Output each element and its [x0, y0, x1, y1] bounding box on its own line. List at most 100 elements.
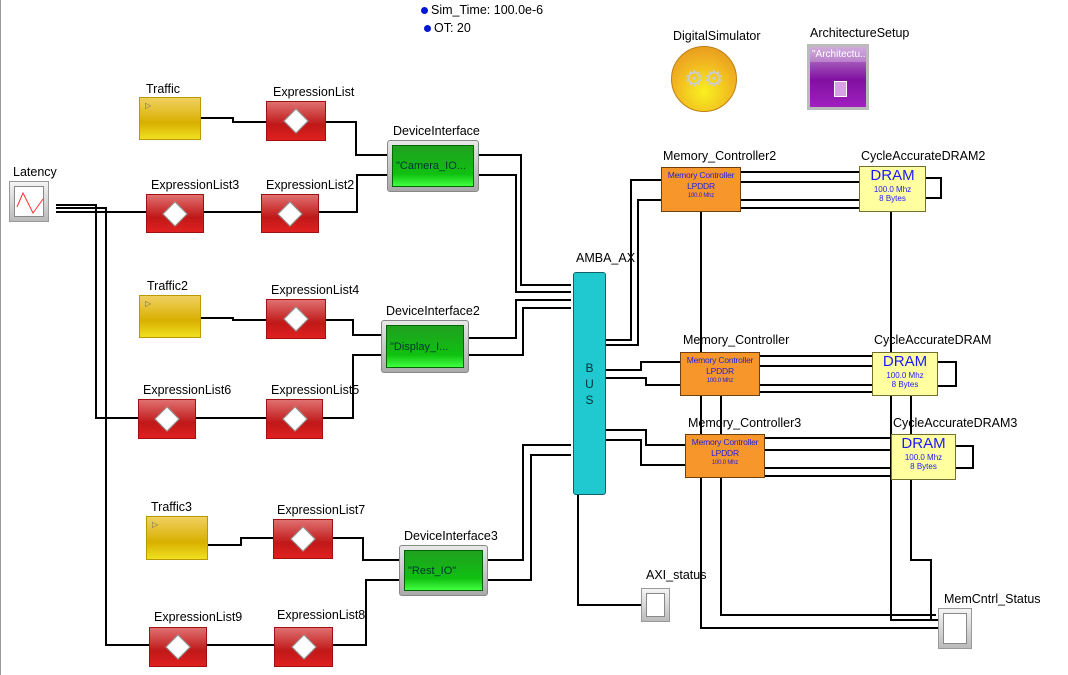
display-icon	[646, 593, 665, 617]
play-icon: ▷	[145, 299, 152, 308]
param-dot-icon	[424, 25, 431, 33]
sim-time-param[interactable]: Sim_Time: 100.0e-6	[421, 3, 543, 17]
diamond-icon	[283, 108, 309, 134]
wire	[938, 361, 957, 387]
expression-list2-label: ExpressionList2	[266, 178, 355, 192]
dram2-label: CycleAccurateDRAM2	[861, 149, 986, 163]
dram-width: 8 Bytes	[891, 380, 919, 389]
wire	[56, 204, 138, 419]
digital-simulator-label: DigitalSimulator	[673, 29, 761, 43]
traffic2-block[interactable]: ▷	[139, 295, 201, 338]
expression-list8-label: ExpressionList8	[277, 608, 366, 622]
gears-icon: ⚙⚙	[684, 66, 724, 91]
wire	[890, 212, 938, 621]
architecture-setup-value: "Architectu...	[810, 47, 866, 62]
wire	[606, 429, 685, 446]
param-dot-icon	[421, 7, 428, 15]
diamond-icon	[162, 200, 188, 227]
expression-list7-block[interactable]	[273, 519, 333, 559]
device-interface-block[interactable]: "Camera_IO...	[387, 140, 479, 192]
wire	[488, 444, 571, 561]
plot-icon	[14, 186, 44, 217]
wire	[323, 354, 381, 419]
traffic3-block[interactable]: ▷	[146, 516, 208, 560]
expression-list6-block[interactable]	[138, 399, 196, 439]
expression-list2-block[interactable]	[261, 194, 319, 233]
wire	[577, 495, 641, 606]
mc-mem: LPDDR	[687, 181, 715, 191]
wire	[606, 199, 661, 346]
mc-type: Memory Controller	[667, 170, 735, 180]
expression-list-label: ExpressionList	[273, 85, 355, 99]
expression-list9-block[interactable]	[149, 627, 207, 667]
expression-list5-label: ExpressionList5	[271, 383, 360, 397]
wire	[333, 537, 399, 561]
wire	[488, 454, 571, 581]
wire	[606, 361, 680, 371]
mc-type: Memory Controller	[691, 437, 759, 447]
play-icon: ▷	[145, 101, 152, 110]
traffic-block[interactable]: ▷	[139, 97, 201, 140]
dram-freq: 100.0 Mhz	[886, 371, 924, 380]
axi-status-label: AXI_status	[646, 568, 707, 582]
expression-list6-label: ExpressionList6	[143, 383, 232, 397]
device-interface3-value: "Rest_IO"	[404, 550, 483, 591]
architecture-setup-block[interactable]: "Architectu...	[807, 44, 869, 110]
axi-status-block[interactable]	[641, 588, 670, 622]
diamond-icon	[290, 634, 317, 660]
expression-list-block[interactable]	[266, 101, 326, 141]
diamond-icon	[277, 200, 303, 227]
device-interface2-label: DeviceInterface2	[386, 304, 480, 318]
dram-type: DRAM	[870, 167, 915, 184]
diamond-icon	[154, 406, 180, 432]
ot-param[interactable]: OT: 20	[424, 21, 471, 35]
diamond-icon	[290, 526, 316, 552]
expression-list9-label: ExpressionList9	[154, 610, 243, 624]
device-interface2-value: "Display_I...	[386, 325, 464, 368]
mc-type: Memory Controller	[686, 355, 754, 365]
dram-freq: 100.0 Mhz	[904, 453, 943, 462]
memcntrl-status-block[interactable]	[938, 608, 972, 649]
bus-label: AMBA_AX	[576, 251, 636, 265]
document-icon	[834, 81, 847, 97]
wire	[606, 377, 680, 386]
latency-plotter[interactable]	[9, 181, 49, 222]
bus-text: B	[585, 360, 594, 375]
traffic3-label: Traffic3	[151, 500, 192, 514]
latency-label: Latency	[13, 165, 57, 179]
expression-list3-label: ExpressionList3	[151, 178, 240, 192]
diamond-icon	[283, 306, 309, 332]
mc-freq: 100.0 Mhz	[706, 378, 734, 384]
bus-text: U	[585, 376, 594, 391]
device-interface-label: DeviceInterface	[393, 124, 480, 138]
display-icon	[943, 613, 967, 644]
memory-controller-label: Memory_Controller	[683, 333, 790, 347]
dram3-label: CycleAccurateDRAM3	[893, 416, 1018, 430]
wire	[326, 121, 387, 156]
wire	[479, 174, 571, 293]
device-interface3-block[interactable]: "Rest_IO"	[399, 545, 488, 596]
amba-axi-bus-block[interactable]: B U S	[573, 272, 606, 495]
wire	[479, 154, 571, 286]
wire	[926, 177, 942, 199]
expression-list4-block[interactable]	[266, 299, 326, 339]
expression-list8-block[interactable]	[274, 627, 333, 667]
expression-list3-block[interactable]	[146, 194, 204, 233]
device-interface2-block[interactable]: "Display_I...	[381, 320, 469, 373]
expression-list5-block[interactable]	[266, 399, 323, 439]
digital-simulator-block[interactable]: ⚙⚙	[671, 46, 737, 112]
dram-label: CycleAccurateDRAM	[874, 333, 992, 347]
wire	[606, 439, 685, 466]
wire	[208, 537, 273, 546]
wire	[319, 174, 387, 213]
dram-freq: 100.0 Mhz	[873, 185, 912, 194]
mc-mem: LPDDR	[706, 366, 734, 376]
